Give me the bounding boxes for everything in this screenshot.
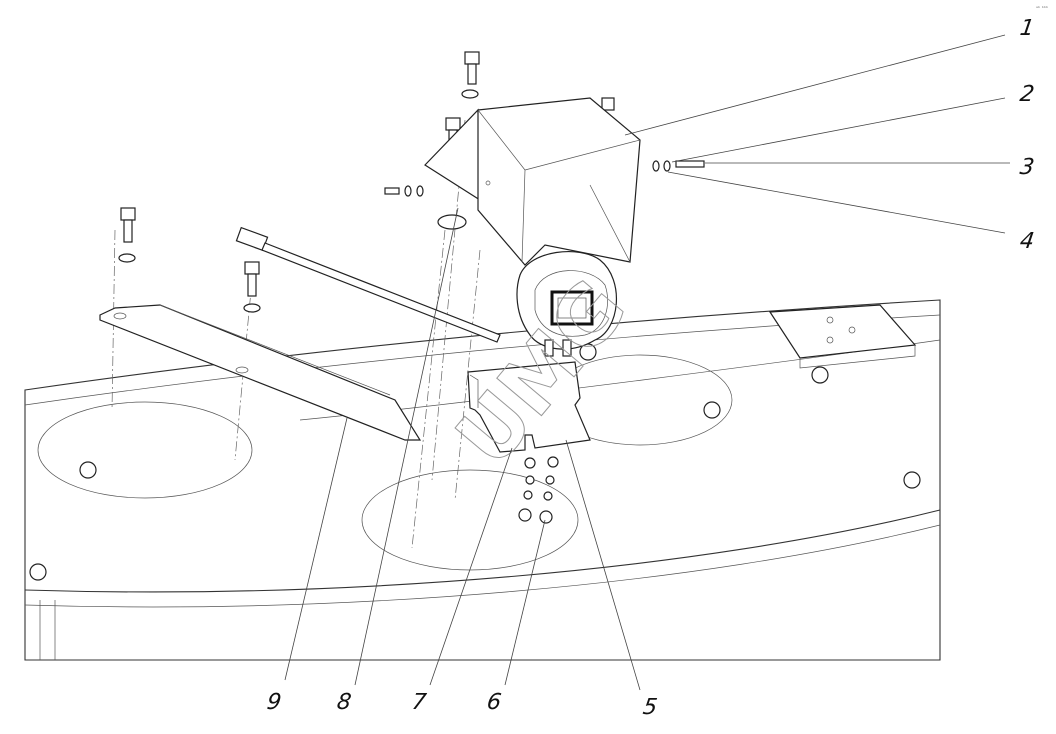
camera-bracket [467, 361, 591, 453]
camera [516, 250, 618, 357]
callout-leader-lines [284, 34, 1010, 691]
mower-deck-platform [24, 299, 941, 661]
rod [235, 226, 501, 343]
camera-hood [424, 97, 641, 266]
nuts-stack [518, 456, 559, 524]
corner-mark: ᵃᵇ ᵇᵇᵇ [1036, 6, 1049, 12]
guide-rail [99, 304, 422, 441]
